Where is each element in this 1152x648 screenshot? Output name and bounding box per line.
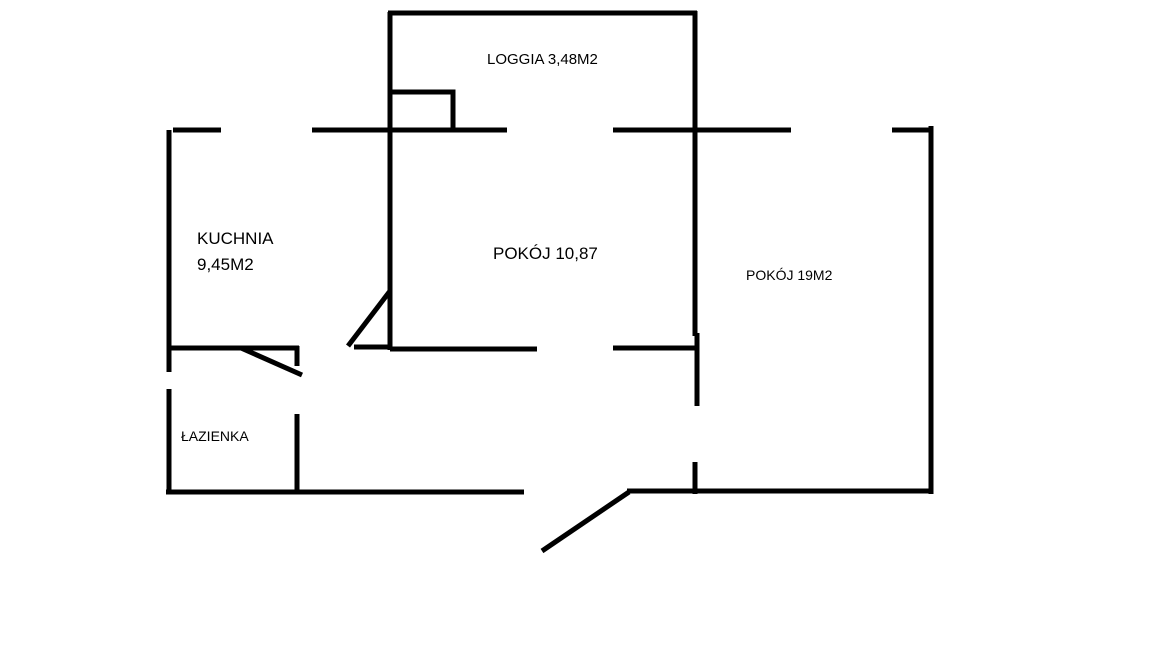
room-labels: LOGGIA 3,48M2 KUCHNIA 9,45M2 POKÓJ 10,87…: [181, 51, 833, 444]
label-kuchnia-name: KUCHNIA: [197, 229, 274, 248]
walls: [166, 10, 934, 554]
label-loggia: LOGGIA 3,48M2: [487, 51, 598, 68]
loggia-step-box: [390, 89, 456, 130]
label-lazienka: ŁAZIENKA: [181, 428, 249, 444]
label-kuchnia-area: 9,45M2: [197, 255, 254, 274]
door-swing-entrance: [540, 489, 631, 554]
door-swing-small-room: [346, 289, 392, 348]
label-pokoj-large: POKÓJ 19M2: [746, 267, 833, 283]
label-pokoj-small: POKÓJ 10,87: [493, 244, 598, 263]
door-swing-bath: [239, 345, 304, 378]
